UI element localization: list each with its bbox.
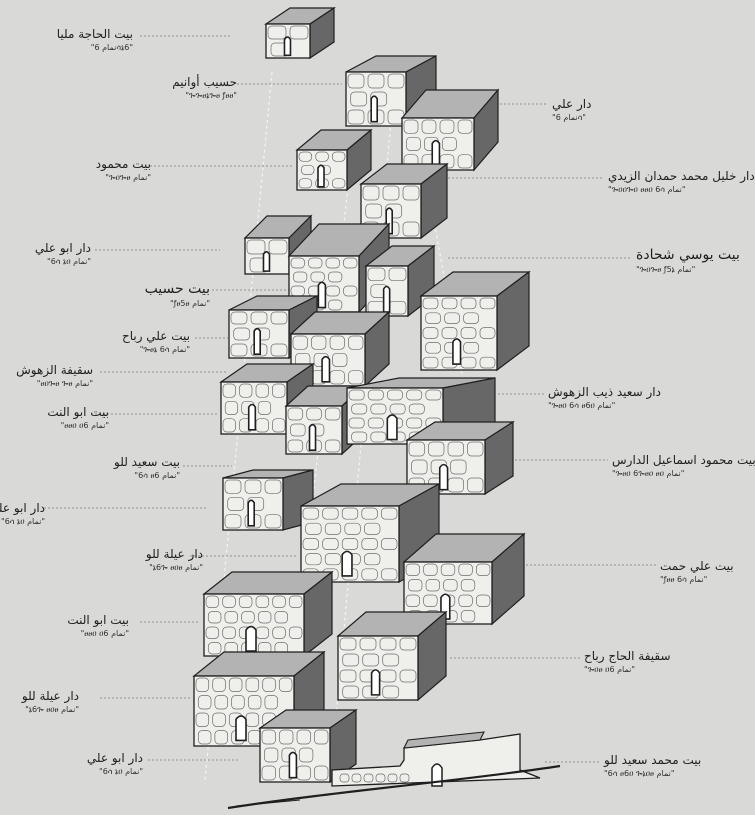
label-name: بيت ابو النت xyxy=(67,614,129,627)
houses-layer xyxy=(194,8,529,782)
label-dar-khalil: دار خليل محمد حمدان الزيدي "ጐዐዐጐዐ ፀፀዐ 6ሳ… xyxy=(608,170,755,194)
label-subtitle: "ƒፀ5ፀ نمام" xyxy=(145,300,210,308)
label-subtitle: "6ሳ ኔዐ نمام" xyxy=(35,258,91,266)
label-name: دار عيلة للو xyxy=(146,548,203,561)
label-subtitle: "ፀፀዐ ዐ6 نمام" xyxy=(47,422,109,430)
house-block xyxy=(338,612,446,700)
label-name: بيت سعيد للو xyxy=(114,456,180,469)
door-icon xyxy=(342,551,352,576)
label-subtitle: "ጐዐዐጐዐ ፀፀዐ 6ሳ نمام" xyxy=(608,186,755,194)
label-dar-said-dhib: دار سعيد ذيب الزهوش "ጐፀዐ 6ሳ ፀ6ዐ نمام" xyxy=(548,386,661,410)
house-block xyxy=(404,534,524,624)
label-subtitle: "ƒፀፀ 6ሳ نمام" xyxy=(660,576,734,584)
label-subtitle: "ጐዐፀ ዐ6 نمام" xyxy=(584,666,671,674)
label-subtitle: "6ሳ ፀ6ዐ ጐኔዐፀ نمام" xyxy=(604,770,701,778)
house-block xyxy=(402,90,498,170)
label-subtitle: "ጐጐፀኔጐፀ ƒፀፀ" xyxy=(172,92,237,100)
label-bayt-al-hajja-malya: بيت الحاجة مليا "نمام 6ሳኔ6" xyxy=(57,28,133,52)
label-subtitle: "6ሳ ኔዐ نمام" xyxy=(87,768,143,776)
label-subtitle: "نمام 6ሳኔ6" xyxy=(57,44,133,52)
label-name: سقيفة الحاج رباح xyxy=(584,650,671,663)
label-bayt-abu-al-nat-1: بيت ابو النت "ፀፀዐ ዐ6 نمام" xyxy=(47,406,109,430)
house-block xyxy=(204,572,332,656)
door-icon xyxy=(263,252,269,271)
label-bayt-abu-al-nat-2: بيت ابو النت "ፀፀዐ ዐ6 نمام" xyxy=(67,614,129,638)
door-icon xyxy=(310,425,316,451)
label-subtitle: "ጐዐጐፀ ƒ5ኔ نمام" xyxy=(636,266,740,274)
house-block xyxy=(266,8,334,58)
label-name: سقيفة الزهوش xyxy=(16,364,93,377)
door-icon xyxy=(289,752,296,777)
ground-house xyxy=(332,732,540,786)
label-subtitle: "6ሳ ፀ6 نمام" xyxy=(114,472,180,480)
door-icon xyxy=(384,287,390,313)
door-icon xyxy=(372,670,380,695)
label-bayt-mahmoud: بيت محمود "ጐዐጐፀ نمام" xyxy=(96,158,151,182)
label-subtitle: "6ሳ ኔዐ نمام" xyxy=(0,518,45,526)
label-dar-abu-ali-3: دار ابو علي "6ሳ ኔዐ نمام" xyxy=(87,752,143,776)
label-bayt-hasib: بيت حسيب "ƒፀ5ፀ نمام" xyxy=(145,282,210,308)
label-bayt-mahmoud-ismail: بيت محمود اسماعيل الدارس "ጐፀዐ 6ጐፀዐ ፀዐ نم… xyxy=(612,454,755,478)
label-name: دار سعيد ذيب الزهوش xyxy=(548,386,661,399)
label-name: بيت محمد سعيد للو xyxy=(604,754,701,767)
label-hasib-awanim: حسيب أوانيم "ጐጐፀኔጐፀ ƒፀፀ" xyxy=(172,76,237,100)
label-subtitle: "ጐዐጐፀ نمام" xyxy=(96,174,151,182)
door-icon xyxy=(249,404,256,429)
door-icon xyxy=(284,37,290,55)
door-icon xyxy=(322,357,329,382)
house-block xyxy=(223,470,313,530)
label-subtitle: "ጐፀዐ 6ጐፀዐ ፀዐ نمام" xyxy=(612,470,755,478)
label-subtitle: "ኔ6ጐ ፀዐፀ نمام" xyxy=(22,706,79,714)
door-icon xyxy=(254,329,260,355)
label-name: دار خليل محمد حمدان الزيدي xyxy=(608,170,755,183)
label-name: بيت علي رباح xyxy=(122,330,190,343)
ground-hatch xyxy=(236,800,300,806)
label-bayt-said-lulu: بيت سعيد للو "6ሳ ፀ6 نمام" xyxy=(114,456,180,480)
door-icon xyxy=(440,465,448,490)
label-name: بيت ابو النت xyxy=(47,406,109,419)
house-block xyxy=(421,272,529,370)
door-icon xyxy=(453,339,461,364)
label-bayt-ali-rabah: بيت علي رباح "ጐፀኔ 6ሳ نمام" xyxy=(122,330,190,354)
label-name: دار ابو علي xyxy=(35,242,91,255)
door-icon xyxy=(248,500,254,526)
label-subtitle: "ፀዐጐፀ ጐፀ نمام" xyxy=(16,380,93,388)
label-name: بيت محمود اسماعيل الدارس xyxy=(612,454,755,467)
label-name: دار ابو علي xyxy=(87,752,143,765)
label-dar-ayla-lulu-2: دار عيلة للو "ኔ6ጐ ፀዐፀ نمام" xyxy=(22,690,79,714)
label-name: بيت الحاجة مليا xyxy=(57,28,133,41)
door-icon xyxy=(318,282,325,307)
label-bayt-ali-hamt: بيت علي حمت "ƒፀፀ 6ሳ نمام" xyxy=(660,560,734,584)
label-saqifat-al-hajj-rabah: سقيفة الحاج رباح "ጐዐፀ ዐ6 نمام" xyxy=(584,650,671,674)
label-saqifat-al-zahoush: سقيفة الزهوش "ፀዐጐፀ ጐፀ نمام" xyxy=(16,364,93,388)
label-subtitle: "ፀፀዐ ዐ6 نمام" xyxy=(67,630,129,638)
label-dar-ali: دار علي "نمام 6ሳ" xyxy=(552,98,591,122)
label-name: دار علي xyxy=(552,98,591,111)
label-bayt-muhammad-said-lulu: بيت محمد سعيد للو "6ሳ ፀ6ዐ ጐኔዐፀ نمام" xyxy=(604,754,701,778)
door-icon xyxy=(246,627,256,652)
label-dar-ayla-lulu-1: دار عيلة للو "ኔ6ጐ ፀዐፀ نمام" xyxy=(146,548,203,572)
label-name: بيت يوسي شحادة xyxy=(636,248,740,263)
label-subtitle: "ኔ6ጐ ፀዐፀ نمام" xyxy=(146,564,203,572)
label-name: دار عيلة للو xyxy=(22,690,79,703)
label-name: دار ابو علي xyxy=(0,502,45,515)
label-name: بيت محمود xyxy=(96,158,151,171)
label-dar-abu-ali-2: دار ابو علي "6ሳ ኔዐ نمام" xyxy=(0,502,45,526)
door-icon xyxy=(387,415,397,440)
door-icon xyxy=(432,141,439,166)
label-name: حسيب أوانيم xyxy=(172,76,237,89)
door-icon xyxy=(236,716,246,741)
door-icon xyxy=(318,165,324,187)
label-subtitle: "ጐፀዐ 6ሳ ፀ6ዐ نمام" xyxy=(548,402,661,410)
house-block xyxy=(407,422,513,494)
label-bayt-yousi-shahada: بيت يوسي شحادة "ጐዐጐፀ ƒ5ኔ نمام" xyxy=(636,248,740,274)
label-subtitle: "ጐፀኔ 6ሳ نمام" xyxy=(122,346,190,354)
house-block xyxy=(297,130,371,190)
label-subtitle: "نمام 6ሳ" xyxy=(552,114,591,122)
label-dar-abu-ali-1: دار ابو علي "6ሳ ኔዐ نمام" xyxy=(35,242,91,266)
label-name: بيت علي حمت xyxy=(660,560,734,573)
door-icon xyxy=(371,96,377,122)
label-name: بيت حسيب xyxy=(145,282,210,297)
